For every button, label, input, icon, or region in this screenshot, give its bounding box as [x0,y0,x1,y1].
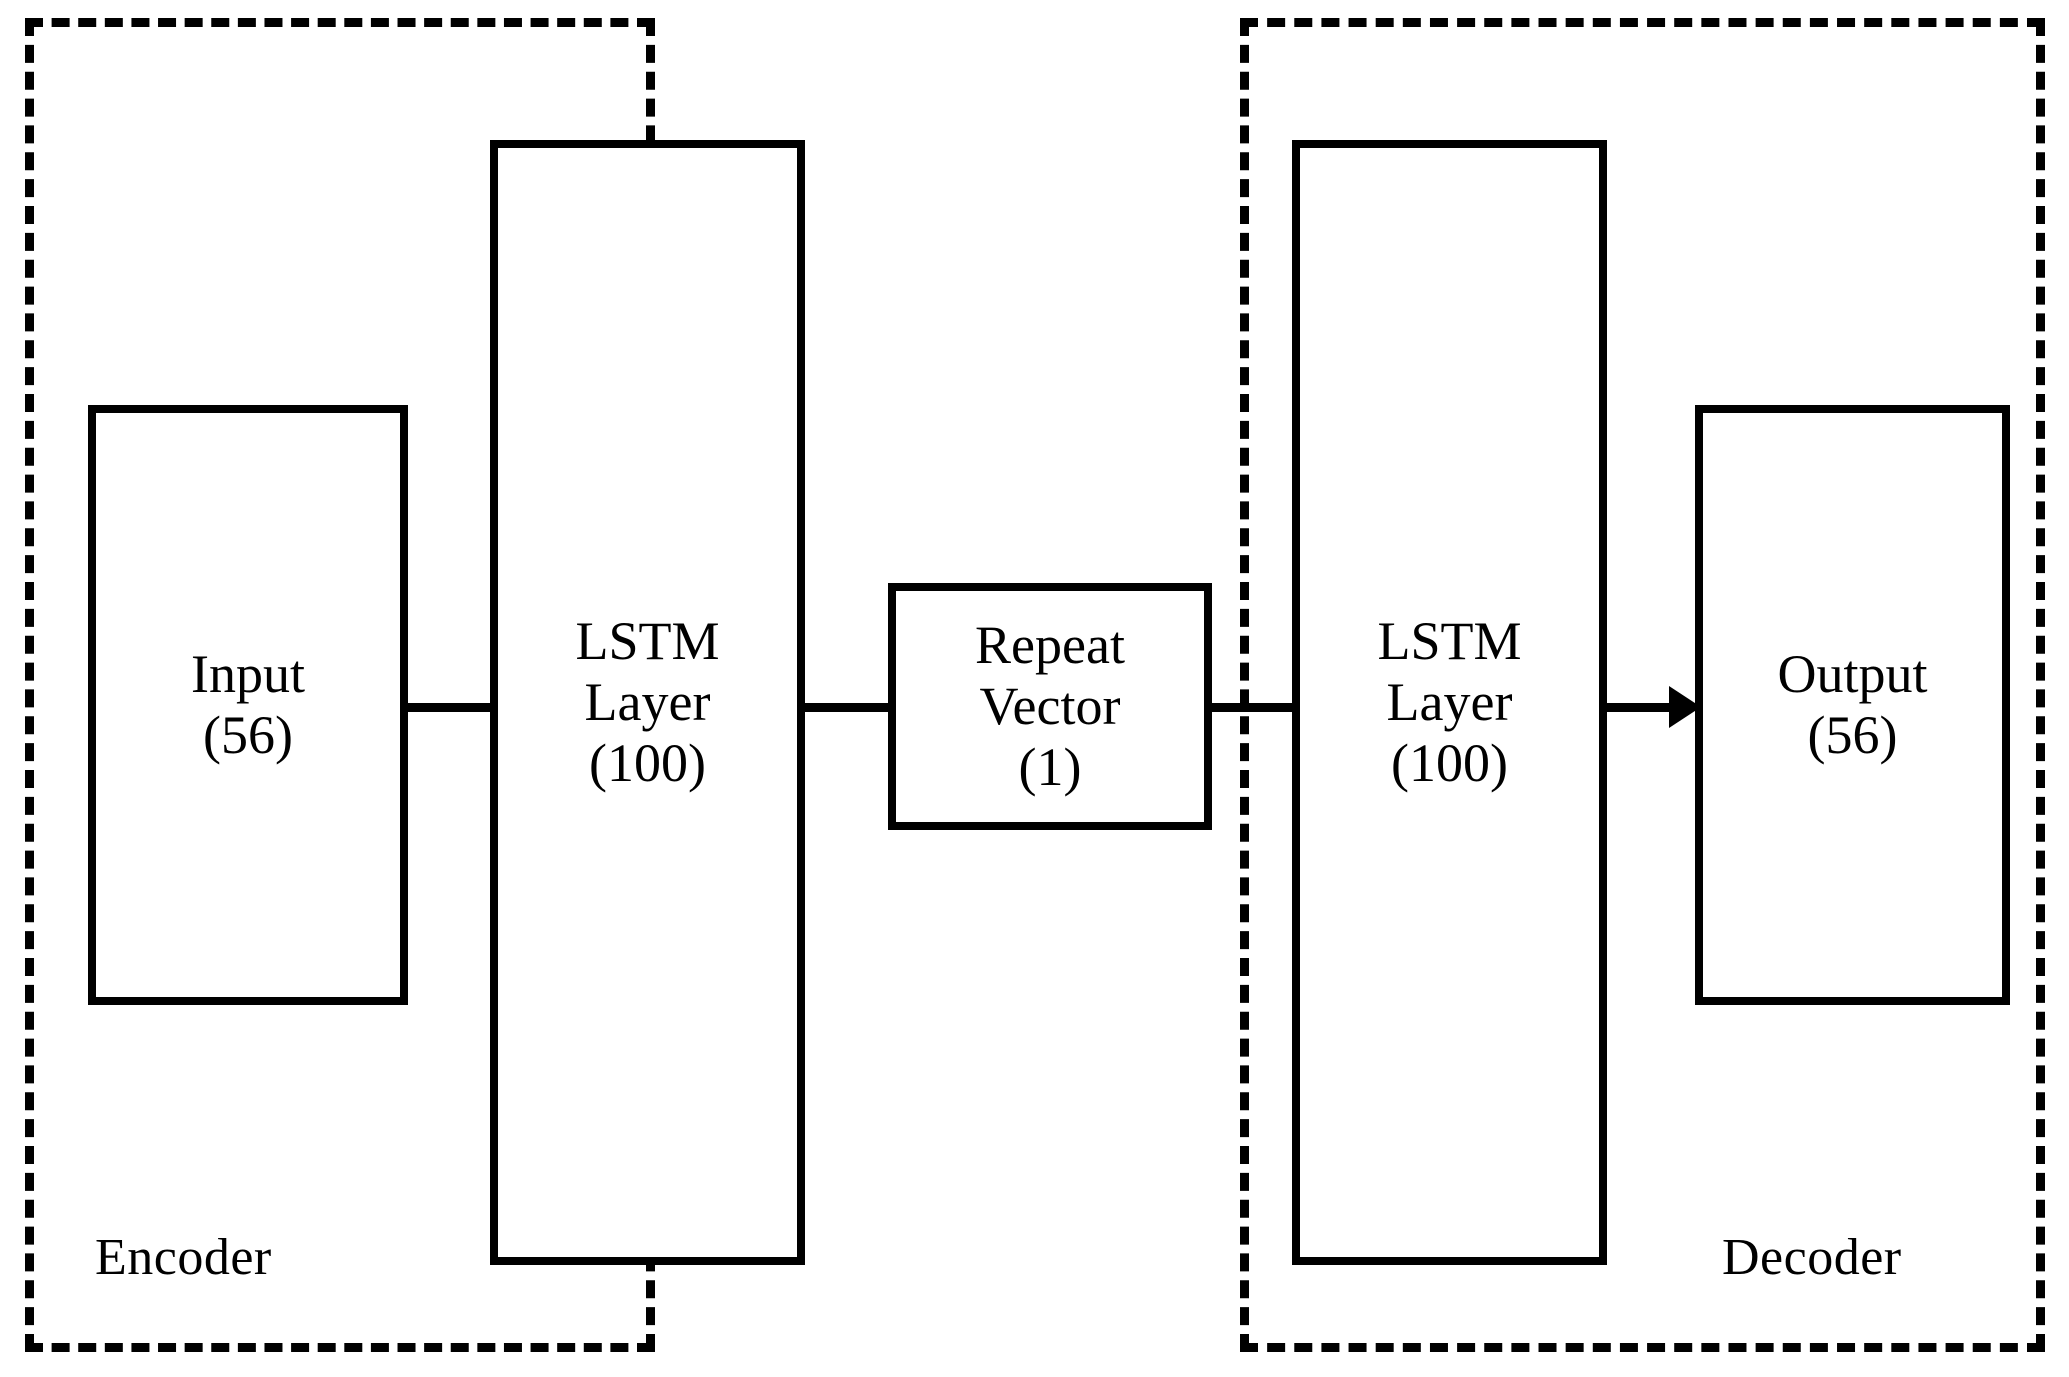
node-lstm-decoder-subtitle: Layer [1386,671,1513,732]
node-output-size: (56) [1807,705,1898,765]
node-output: Output (56) [1695,405,2010,1005]
connector-lstm-encoder-to-repeat-vector [797,703,896,712]
node-lstm-decoder: LSTM Layer (100) [1292,140,1607,1265]
node-input: Input (56) [88,405,408,1005]
node-lstm-decoder-title: LSTM [1377,610,1522,671]
encoder-group-label: Encoder [95,1229,272,1286]
node-input-title: Input [191,643,305,704]
node-repeat-vector: Repeat Vector (1) [888,583,1212,830]
node-repeat-vector-subtitle: Vector [979,675,1121,736]
decoder-group-label: Decoder [1722,1229,1902,1286]
node-lstm-encoder-size: (100) [589,733,706,793]
connector-input-to-lstm-encoder [400,703,498,712]
node-lstm-encoder: LSTM Layer (100) [490,140,805,1265]
connector-lstm-decoder-to-output [1599,703,1677,712]
node-input-size: (56) [203,705,293,765]
decoder-group-boundary [1240,18,2045,1352]
node-lstm-decoder-size: (100) [1391,733,1508,793]
node-repeat-vector-title: Repeat [975,614,1125,675]
connector-repeat-vector-to-lstm-decoder [1204,703,1300,712]
node-lstm-encoder-title: LSTM [575,610,720,671]
node-output-title: Output [1777,643,1928,704]
node-repeat-vector-size: (1) [1018,737,1082,797]
node-lstm-encoder-subtitle: Layer [584,671,711,732]
